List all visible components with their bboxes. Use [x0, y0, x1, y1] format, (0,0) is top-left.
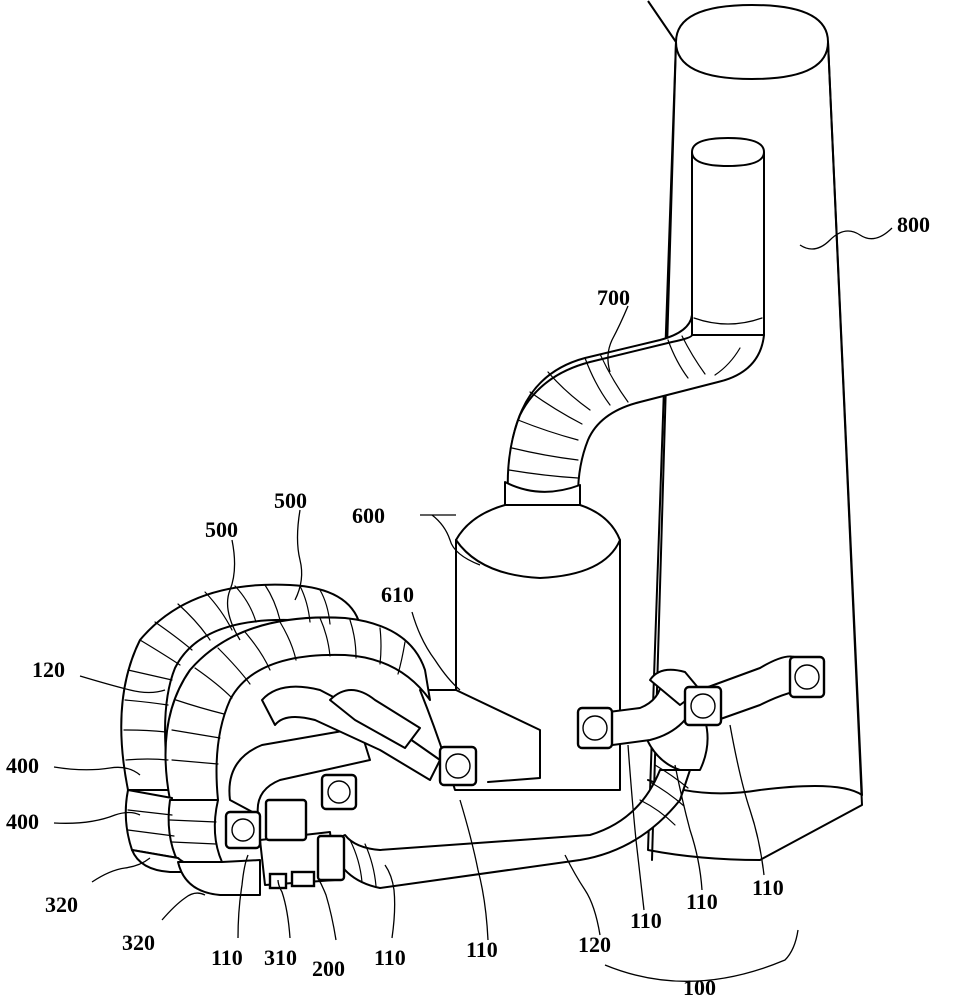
label-400-b: 400	[6, 809, 39, 834]
label-400-a: 400	[6, 753, 39, 778]
collectors-320	[131, 849, 261, 896]
label-320-a: 320	[45, 892, 78, 917]
label-110-b: 110	[374, 945, 406, 970]
label-700: 700	[597, 285, 630, 310]
label-100: 100	[683, 975, 716, 1000]
label-320-b: 320	[122, 930, 155, 955]
label-500-a: 500	[274, 488, 307, 513]
label-800: 800	[897, 212, 930, 237]
flange-7	[316, 834, 346, 882]
fan-box	[264, 798, 308, 842]
leader-lines	[53, 227, 893, 982]
label-500-b: 500	[205, 517, 238, 542]
duct-700	[504, 314, 765, 514]
bends-400	[124, 789, 223, 863]
label-120-a: 120	[32, 657, 65, 682]
inner-ducts	[228, 685, 441, 886]
label-110-d: 110	[630, 908, 662, 933]
label-110-f: 110	[752, 875, 784, 900]
unit-200	[290, 870, 316, 888]
label-120-b: 120	[578, 932, 611, 957]
label-110-a: 110	[211, 945, 243, 970]
label-110-c: 110	[466, 937, 498, 962]
loops-500	[120, 583, 431, 801]
flanges	[224, 655, 826, 890]
tower-600	[419, 504, 621, 791]
label-200: 200	[312, 956, 345, 981]
label-310: 310	[264, 945, 297, 970]
inner-cylinder	[691, 137, 765, 341]
label-600: 600	[352, 503, 385, 528]
reference-labels: 800 700 600 610 500 500 120 400 400 320 …	[6, 212, 930, 1000]
label-610: 610	[381, 582, 414, 607]
label-110-e: 110	[686, 889, 718, 914]
